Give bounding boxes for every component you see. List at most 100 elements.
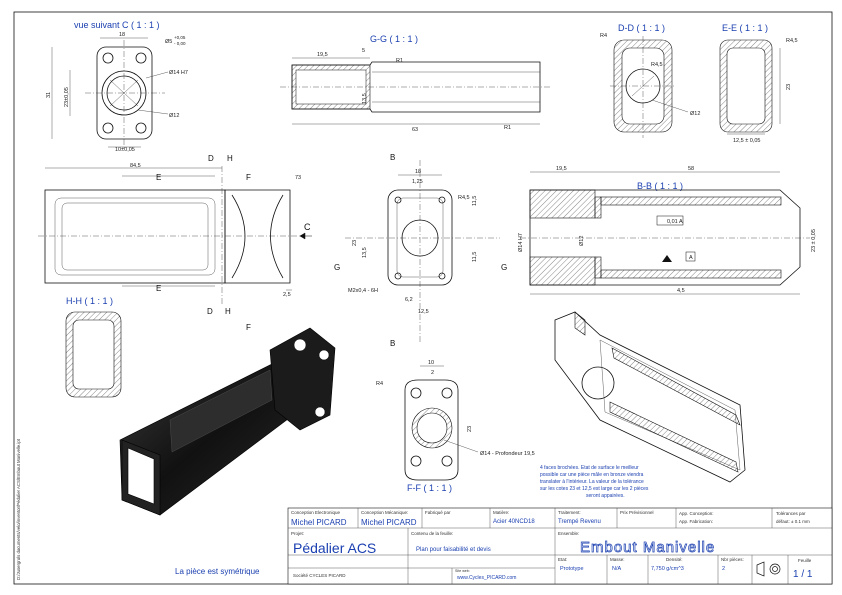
dim-mid-115: 11,5 (472, 196, 478, 206)
dim-mid-125: 1,25 (412, 179, 423, 185)
tb-feuille: 1 / 1 (793, 569, 813, 580)
dim-top-73: 73 (295, 175, 301, 181)
dim-dd-d12: Ø12 (690, 111, 700, 117)
tb-proj-label: Projet: (291, 531, 304, 536)
dim-gg-h: 13,5 (362, 93, 368, 104)
dim-bb-tol: 0,01 (667, 219, 678, 225)
letter-h-bot: E (156, 284, 161, 293)
tb-feuille-label: Feuille (798, 558, 812, 563)
dim-gg-l: 63 (412, 127, 418, 133)
view-c-label: vue suivant C ( 1 : 1 ) (74, 20, 160, 30)
tb-c-elec: Michel PICARD (291, 518, 347, 527)
note-line-2: possible car une pièce mâle en bronze vi… (540, 472, 644, 478)
note-line-1: 4 faces brochées. Etat de surface le mei… (540, 465, 639, 471)
tb-masse: N/A (612, 566, 622, 572)
letter-d-top: D (208, 154, 214, 163)
tb-tol-val: défaut: ± 0.1 mm (776, 519, 810, 524)
dim-mid-thread: M2x0,4 - 6H (348, 288, 378, 294)
view-bb-label: B-B ( 1 : 1 ) (637, 181, 683, 191)
tb-ens-label: Ensemble: (558, 531, 579, 536)
view-ff-label: F-F ( 1 : 1 ) (407, 483, 452, 493)
dim-c-dia: Ø5 (165, 39, 172, 45)
view-gg-label: G-G ( 1 : 1 ) (370, 34, 418, 44)
tb-masse-label: Masse: (610, 557, 625, 562)
view-ee-label: E-E ( 1 : 1 ) (722, 23, 768, 33)
note-line-5: seront appairées. (586, 493, 625, 499)
letter-f-bot: F (246, 323, 251, 332)
tb-mat-label: Matière: (493, 510, 509, 515)
view-dd: D-D ( 1 : 1 ) R4 R4,5 Ø12 (600, 23, 700, 138)
dim-gg-a: 19,5 (317, 52, 328, 58)
view-dd-label: D-D ( 1 : 1 ) (618, 23, 665, 33)
letter-d-bot: D (207, 307, 213, 316)
dim-ff-r4: R4 (376, 381, 383, 387)
iso-view-solid (119, 327, 336, 516)
dim-ee-h: 23 (786, 84, 792, 90)
tb-web-label: Site web: (455, 569, 470, 573)
tb-fab-label: Fabriqué par (425, 510, 451, 515)
dim-gg-r: R1 (396, 58, 403, 64)
view-hh: H-H ( 1 : 1 ) (65, 296, 122, 398)
tb-etat-label: Etat: (558, 557, 567, 562)
dim-mid-r45: R4,5 (458, 195, 470, 201)
view-hh-label: H-H ( 1 : 1 ) (66, 296, 113, 306)
view-ff: F-F ( 1 : 1 ) 10 2 R4 23 Ø14 - Profondeu… (376, 360, 535, 493)
dim-c-d12: Ø12 (169, 113, 179, 119)
tb-mat: Acier 40NCD18 (493, 519, 535, 525)
dim-mid-115b: 11,5 (472, 252, 478, 262)
surface-note: 4 faces brochées. Etat de surface le mei… (540, 465, 649, 499)
dim-ee-r45: R4,5 (786, 38, 798, 44)
dim-c-tol-up: +0,05 (174, 35, 186, 40)
tb-app-f: App. Fabrication: (679, 519, 713, 524)
dim-c-w: 18 (119, 32, 125, 38)
letter-f-top: F (246, 173, 251, 182)
dim-bb-45: 4,5 (677, 288, 685, 294)
dim-dd-r45: R4,5 (651, 62, 663, 68)
letter-e-bot: H (225, 307, 231, 316)
dim-top-25: 2,5 (283, 292, 291, 298)
dim-bb-ref: A (679, 219, 683, 225)
dim-gg-r2: R1 (504, 125, 511, 131)
dim-bb-58: 58 (688, 166, 694, 172)
tb-web: www.Cycles_PICARD.com (457, 575, 516, 581)
tb-trait-label: Traitement: (558, 510, 581, 515)
dim-bb-23: 23 ± 0,05 (811, 229, 817, 252)
dim-ee-w: 12,5 ± 0,05 (733, 138, 760, 144)
dim-ff-10: 10 (428, 360, 434, 366)
dim-mid-18: 18 (415, 169, 421, 175)
dim-c-w2: 10±0,05 (115, 147, 135, 153)
dim-ff-d14: Ø14 - Profondeur 19,5 (480, 451, 535, 457)
view-front: B B G G 18 1,25 R4,5 23 11,5 13,5 11,5 M… (334, 153, 507, 348)
dim-ff-23: 23 (467, 426, 473, 432)
view-gg: G-G ( 1 : 1 ) 19,5 5 R1 13,5 63 R1 (280, 34, 550, 133)
tb-trait: Trempé Revenu (558, 519, 601, 525)
note-line-3: translater à l'intérieur. La valeur de l… (540, 479, 644, 485)
file-path: D:/Jusergrols documents/velo/inventor/Pé… (16, 438, 21, 580)
view-bb: B-B ( 1 : 1 ) 19,5 58 0,01 A Ø14 H7 Ø12 … (518, 166, 817, 295)
tb-prev-label: Prix Prévisionnel (620, 510, 654, 515)
letter-b-top: B (390, 153, 395, 162)
tb-dens: 7,750 g/cm^3 (651, 566, 684, 572)
tb-c-meca-label: Conception Mécanique: (361, 510, 408, 515)
dim-gg-b: 5 (362, 48, 365, 54)
iso-view-section (554, 311, 746, 483)
view-ee: E-E ( 1 : 1 ) R4,5 23 12,5 ± 0,05 (719, 23, 798, 144)
letter-g-right: G (501, 263, 507, 272)
dim-dd-r4: R4 (600, 33, 607, 39)
dim-bb-d12: Ø12 (579, 236, 585, 246)
dim-c-h: 31 (46, 92, 52, 98)
tb-c-elec-label: Conception Electronique (291, 510, 341, 515)
tb-c-meca: Michel PICARD (361, 518, 417, 527)
view-c: vue suivant C ( 1 : 1 ) 18 Ø5 +0,05 - 0,… (46, 20, 188, 153)
projection-symbol-icon (756, 561, 781, 577)
tb-dens-label: Densité: (666, 557, 683, 562)
view-top: 84,5 73 E E D H D H F F 2,5 C (38, 154, 312, 332)
tb-app-c: App. Conception: (679, 511, 714, 516)
tb-cont-label: Contenu de la feuille: (411, 531, 453, 536)
dim-bb-195: 19,5 (556, 166, 567, 172)
dim-c-d14: Ø14 H7 (169, 70, 188, 76)
tb-cont: Plan pour faisabilité et devis (416, 547, 491, 553)
dim-ff-2: 2 (431, 370, 434, 376)
tb-societe: Société CYCLES PICARD (293, 573, 346, 578)
